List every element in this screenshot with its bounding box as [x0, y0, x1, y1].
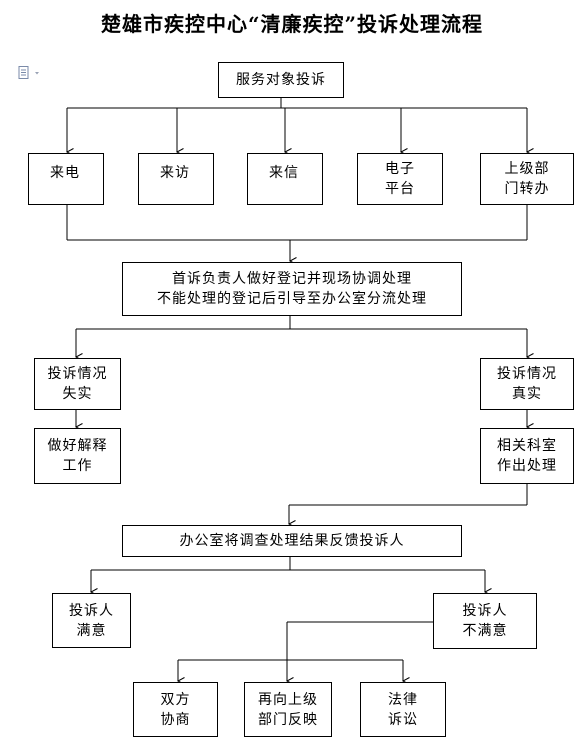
channel-letter-box: 来信	[247, 153, 323, 205]
first-responsibility-label: 首诉负责人做好登记并现场协调处理 不能处理的登记后引导至办公室分流处理	[157, 271, 427, 307]
first-responsibility-box: 首诉负责人做好登记并现场协调处理 不能处理的登记后引导至办公室分流处理	[122, 262, 462, 316]
explain-label: 做好解释 工作	[47, 438, 108, 474]
report-again-box: 再向上级 部门反映	[244, 682, 332, 737]
explain-box: 做好解释 工作	[34, 428, 121, 484]
false-complaint-box: 投诉情况 失实	[34, 358, 121, 410]
channel-phone-box: 来电	[28, 153, 104, 205]
channel-visit-label: 来访	[160, 165, 190, 181]
litigation-box: 法律 诉讼	[360, 682, 446, 737]
office-feedback-box: 办公室将调查处理结果反馈投诉人	[122, 525, 462, 557]
channel-superior-box: 上级部 门转办	[480, 153, 574, 205]
unsatisfied-box: 投诉人 不满意	[433, 593, 537, 649]
satisfied-label: 投诉人 满意	[69, 602, 114, 639]
department-handle-label: 相关科室 作出处理	[497, 438, 557, 474]
false-complaint-label: 投诉情况 失实	[47, 366, 108, 402]
page-title: 楚雄市疾控中心“清廉疾控”投诉处理流程	[100, 12, 483, 36]
office-feedback-label: 办公室将调查处理结果反馈投诉人	[179, 533, 405, 549]
service-complaint-label: 服务对象投诉	[236, 72, 326, 88]
satisfied-box: 投诉人 满意	[52, 593, 131, 648]
unsatisfied-label: 投诉人 不满意	[462, 603, 508, 639]
true-complaint-label: 投诉情况 真实	[497, 366, 557, 402]
channel-phone-label: 来电	[50, 165, 80, 181]
channel-visit-box: 来访	[138, 153, 214, 205]
document-icon[interactable]	[18, 66, 42, 80]
report-again-label: 再向上级 部门反映	[258, 691, 318, 728]
negotiate-box: 双方 协商	[133, 682, 218, 737]
true-complaint-box: 投诉情况 真实	[480, 358, 574, 410]
channel-superior-label: 上级部 门转办	[504, 161, 550, 197]
channel-electronic-label: 电子 平台	[385, 161, 415, 197]
service-complaint-box: 服务对象投诉	[218, 62, 344, 98]
department-handle-box: 相关科室 作出处理	[480, 428, 574, 484]
channel-electronic-box: 电子 平台	[357, 153, 443, 205]
litigation-label: 法律 诉讼	[388, 691, 418, 728]
negotiate-label: 双方 协商	[160, 691, 191, 728]
channel-letter-label: 来信	[269, 165, 299, 181]
